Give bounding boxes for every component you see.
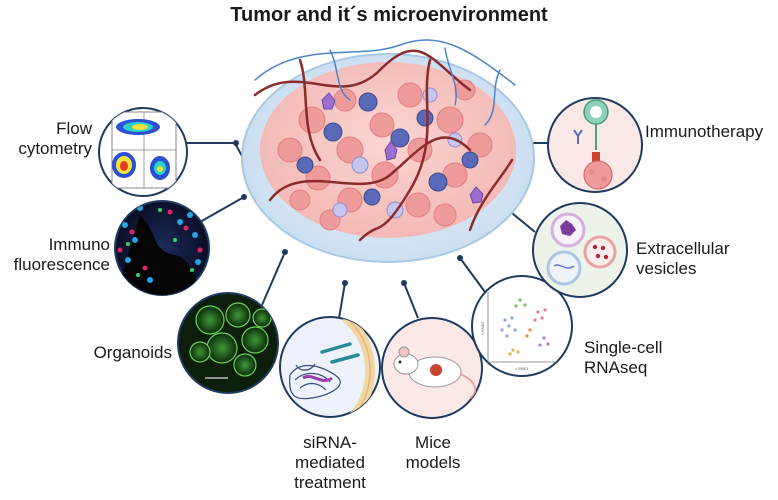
tsne-x-label: t-SNE1 [516, 366, 530, 371]
extracellular-vesicles-image [532, 202, 628, 298]
label-sirna-line2: mediated [295, 453, 365, 472]
label-single-cell-rnaseq: Single-cell RNAseq [584, 338, 704, 378]
label-flow-cytometry: Flow cytometry [2, 119, 92, 159]
connector-sirna [338, 282, 346, 319]
label-if-line1: Immuno [48, 235, 110, 254]
sirna-image [279, 316, 381, 418]
label-flow-line2: cytometry [18, 139, 92, 158]
connector-scrna [459, 257, 486, 293]
label-sirna-line3: treatment [294, 473, 366, 492]
label-scrna-line2: RNAseq [584, 358, 648, 377]
flow-cytometry-image [98, 107, 188, 197]
blood-vessels [253, 49, 514, 242]
label-sirna-line1: siRNA- [303, 433, 357, 452]
label-extracellular-vesicles: Extracellular vesicles [636, 239, 766, 279]
label-ev-line2: vesicles [636, 259, 697, 278]
label-ev-line1: Extracellular [636, 239, 730, 258]
connector-mice [403, 282, 419, 319]
connector-if [199, 196, 245, 223]
single-cell-rnaseq-image: t-SNE1 t-SNE2 [471, 275, 573, 377]
label-mice-models: Mice models [398, 433, 468, 473]
label-mice-line2: models [405, 453, 461, 472]
label-organoids: Organoids [60, 343, 172, 363]
label-mice-line1: Mice [415, 433, 451, 452]
label-organoids-line1: Organoids [93, 343, 172, 362]
tsne-y-label: t-SNE2 [480, 321, 485, 335]
immunofluorescence-image [114, 200, 210, 296]
immunotherapy-image [547, 97, 643, 193]
page-title: Tumor and it´s microenvironment [230, 4, 548, 26]
label-immuno-line1: Immunotherapy [645, 122, 764, 141]
tumor-microenvironment-illustration [241, 39, 535, 263]
lymphatic-vessels [254, 39, 516, 126]
mice-models-image [381, 317, 483, 419]
label-immunotherapy: Immunotherapy [645, 122, 775, 142]
label-if-line2: fluorescence [13, 255, 110, 274]
organoids-image [177, 292, 279, 394]
label-flow-line1: Flow [56, 119, 92, 138]
label-sirna: siRNA- mediated treatment [285, 433, 375, 493]
label-immunofluorescence: Immuno fluorescence [0, 235, 110, 275]
label-scrna-line1: Single-cell [584, 338, 663, 357]
connector-organoids [261, 251, 286, 306]
